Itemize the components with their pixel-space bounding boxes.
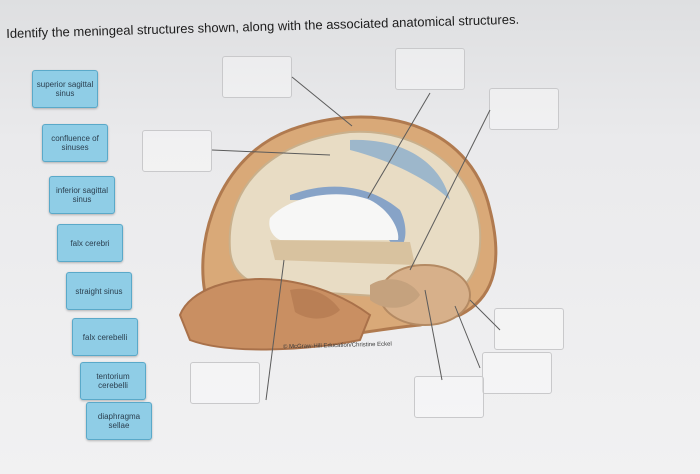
label-superior-sagittal-sinus[interactable]: superior sagittal sinus [32,70,98,108]
label-text: falx cerebri [70,238,110,248]
label-text: falx cerebelli [82,332,128,342]
label-tentorium-cerebelli[interactable]: tentorium cerebelli [80,362,146,400]
drop-target-3[interactable] [489,88,559,130]
drop-target-2[interactable] [395,48,465,90]
drop-target-1[interactable] [222,56,292,98]
label-confluence-of-sinuses[interactable]: confluence of sinuses [42,124,108,162]
label-text: diaphragma sellae [97,412,141,430]
label-straight-sinus[interactable]: straight sinus [66,272,132,310]
label-text: inferior sagittal sinus [55,186,109,204]
label-falx-cerebelli[interactable]: falx cerebelli [72,318,138,356]
drop-target-6[interactable] [482,352,552,394]
label-text: tentorium cerebelli [96,372,130,390]
label-text: straight sinus [75,286,123,296]
drop-target-4[interactable] [142,130,212,172]
label-text: superior sagittal sinus [36,80,94,98]
label-falx-cerebri[interactable]: falx cerebri [57,224,123,262]
label-diaphragma-sellae[interactable]: diaphragma sellae [86,402,152,440]
drop-target-8[interactable] [414,376,484,418]
question-text: Identify the meningeal structures shown,… [6,11,520,41]
brain-sagittal-section-image [178,115,498,351]
label-inferior-sagittal-sinus[interactable]: inferior sagittal sinus [49,176,115,214]
label-text: confluence of sinuses [51,134,99,152]
drop-target-7[interactable] [190,362,260,404]
